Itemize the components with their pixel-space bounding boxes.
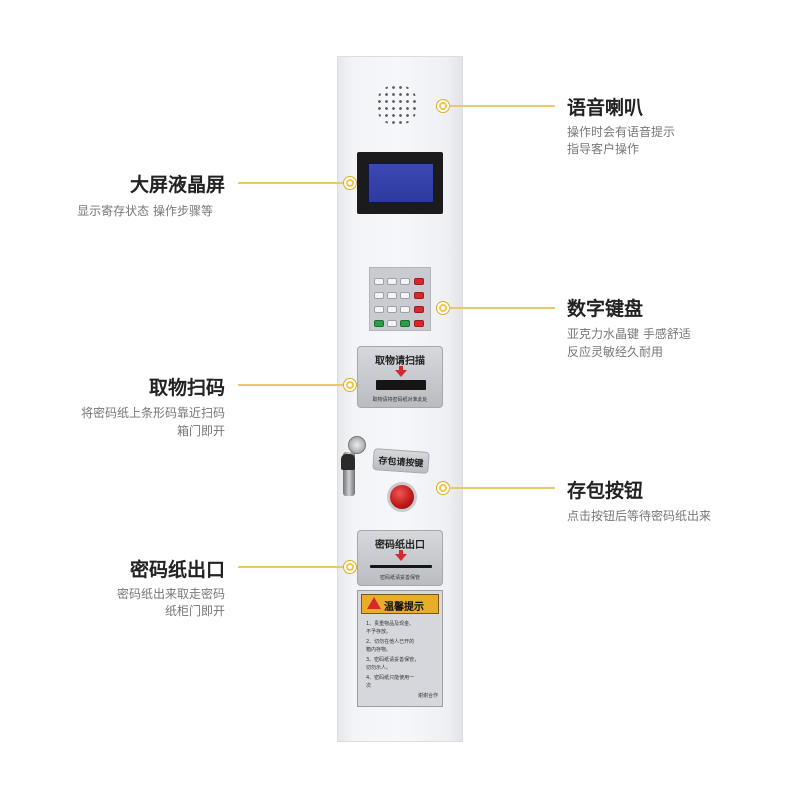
- ticket-outlet-plate: 密码纸出口 密码纸请妥善保管: [357, 530, 443, 586]
- notice-line: 次: [366, 683, 372, 689]
- keypad-key[interactable]: [400, 306, 410, 313]
- screen-title: 大屏液晶屏: [129, 174, 225, 196]
- callout-line: [238, 182, 344, 184]
- scan-title: 取物扫码: [148, 377, 225, 399]
- notice-label: 温馨提示 1、贵重物品及现金、 不予存放。 2、切勿在他人已开的 箱内存物。 3…: [357, 590, 443, 707]
- callout-dot: [344, 561, 356, 573]
- red-arrow-icon: [395, 554, 407, 561]
- notice-line: 箱内存物。: [366, 647, 392, 653]
- keypad-key[interactable]: [387, 292, 397, 299]
- red-arrow-icon: [395, 370, 407, 377]
- scanner-window: [376, 380, 426, 390]
- keypad-key[interactable]: [374, 292, 384, 299]
- store-button-title: 存包按钮: [567, 480, 644, 502]
- notice-line: 3、密码纸请妥善保管，: [366, 657, 420, 663]
- screen-desc: 显示寄存状态 操作步骤等: [77, 204, 213, 218]
- notice-header: 温馨提示: [361, 594, 439, 614]
- store-plate-title: 存包请按键: [378, 456, 424, 470]
- callout-dot: [344, 379, 356, 391]
- callout-line: [238, 566, 344, 568]
- speaker-grille: [376, 84, 418, 126]
- lock-icon: [348, 436, 366, 454]
- warning-icon: [367, 597, 381, 609]
- ticket-outlet-caption: 密码纸请妥善保管: [379, 575, 420, 581]
- ticket-outlet-title: 密码纸出口: [375, 540, 425, 551]
- store-bag-button[interactable]: [387, 482, 417, 512]
- store-plate: 存包请按键: [372, 448, 430, 474]
- keypad-key[interactable]: [414, 306, 424, 313]
- keypad-key[interactable]: [387, 320, 397, 327]
- notice-title: 温馨提示: [384, 602, 424, 613]
- keypad-key[interactable]: [374, 278, 384, 285]
- numeric-keypad[interactable]: [369, 267, 431, 331]
- keypad-key[interactable]: [414, 278, 424, 285]
- ticket-outlet-desc: 密码纸出来取走密码: [116, 587, 225, 601]
- ticket-outlet-callout-title: 密码纸出口: [129, 559, 225, 581]
- callout-dot: [437, 100, 449, 112]
- callout-dot: [344, 177, 356, 189]
- red-arrow-stem: [399, 550, 403, 554]
- speaker-title: 语音喇叭: [567, 97, 644, 119]
- key-head-icon: [341, 454, 355, 470]
- notice-line: 谢谢合作: [417, 693, 438, 699]
- keypad-desc: 亚克力水晶键 手感舒适: [567, 327, 691, 341]
- scan-plate: 取物请扫描 取物请将密码纸对准此处: [357, 346, 443, 408]
- callout-dot: [437, 482, 449, 494]
- scan-plate-title: 取物请扫描: [375, 356, 425, 367]
- red-arrow-stem: [399, 366, 403, 370]
- keypad-key[interactable]: [374, 306, 384, 313]
- keypad-key[interactable]: [387, 306, 397, 313]
- speaker-desc: 指导客户操作: [567, 142, 640, 156]
- scan-plate-caption: 取物请将密码纸对准此处: [372, 397, 428, 403]
- store-button-desc: 点击按钮后等待密码纸出来: [567, 509, 712, 523]
- ticket-outlet-desc: 纸柜门即开: [164, 604, 225, 618]
- callout-dot: [437, 302, 449, 314]
- keypad-key[interactable]: [414, 292, 424, 299]
- notice-line: 不予存放。: [366, 629, 392, 635]
- callout-line: [449, 487, 555, 489]
- keypad-key[interactable]: [414, 320, 424, 327]
- keypad-key[interactable]: [400, 320, 410, 327]
- callout-line: [449, 105, 555, 107]
- callout-line: [449, 307, 555, 309]
- notice-line: 1、贵重物品及现金、: [366, 621, 415, 627]
- lcd-screen: [368, 163, 434, 203]
- speaker-desc: 操作时会有语音提示: [567, 125, 676, 139]
- keypad-title: 数字键盘: [567, 298, 644, 320]
- keypad-key[interactable]: [400, 278, 410, 285]
- notice-line: 4、密码纸只能使用一: [366, 675, 415, 681]
- notice-line: 2、切勿在他人已开的: [366, 639, 415, 645]
- keypad-key[interactable]: [387, 278, 397, 285]
- keypad-key[interactable]: [374, 320, 384, 327]
- scan-desc: 箱门即开: [176, 424, 225, 438]
- callout-line: [238, 384, 344, 386]
- keypad-desc: 反应灵敏经久耐用: [567, 345, 664, 359]
- scan-desc: 将密码纸上条形码靠近扫码: [80, 406, 225, 420]
- notice-line: 切勿示人。: [366, 665, 392, 671]
- ticket-slot[interactable]: [370, 565, 432, 568]
- keypad-key[interactable]: [400, 292, 410, 299]
